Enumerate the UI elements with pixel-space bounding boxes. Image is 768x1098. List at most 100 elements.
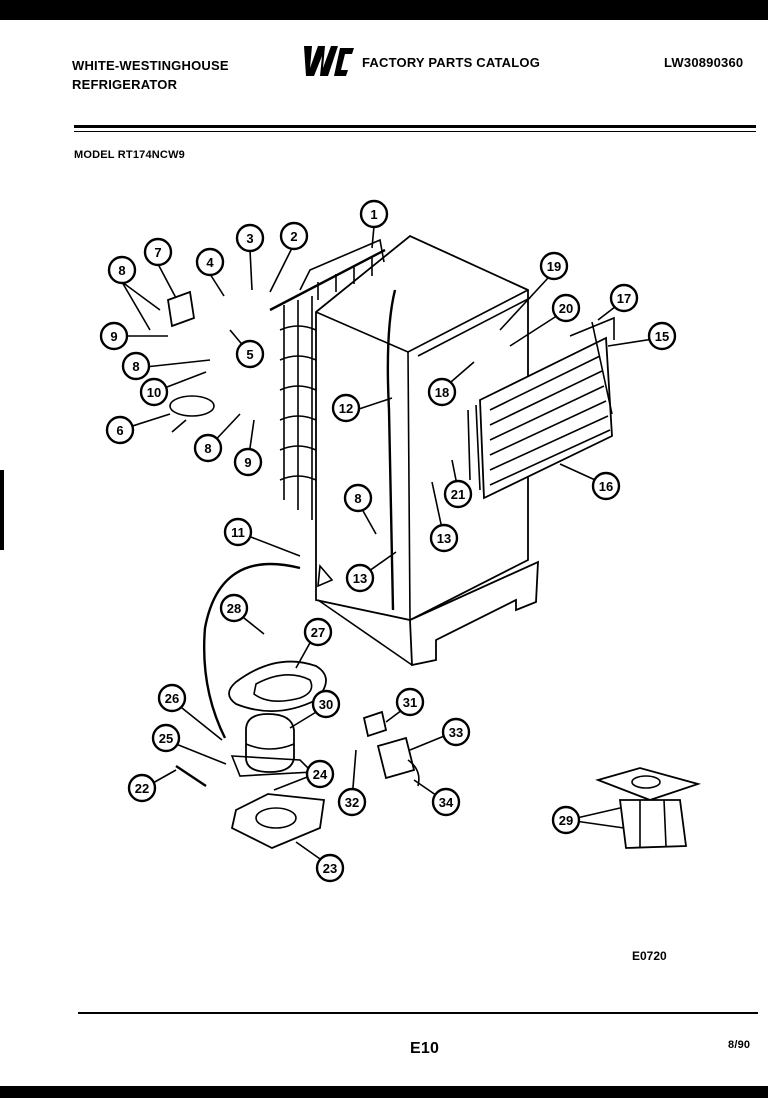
svg-text:8: 8 [204,441,211,456]
heater-coil [169,395,215,417]
footer-rule [78,1012,758,1014]
wci-logo: WCI [304,46,354,76]
svg-text:25: 25 [159,731,173,746]
callout-1: 1 [359,199,389,229]
svg-text:11: 11 [231,525,245,540]
svg-text:16: 16 [599,479,613,494]
svg-text:8: 8 [354,491,361,506]
svg-text:5: 5 [246,347,253,362]
callout-9: 9 [99,321,129,351]
svg-text:9: 9 [244,455,251,470]
svg-text:12: 12 [339,401,353,416]
svg-text:2: 2 [290,229,297,244]
callouts: 1 2 3 4 5 6 7 8 9 9 8 10 6 8 9 12 19 20 … [99,199,677,883]
callout-31: 31 [395,687,425,717]
callout-25: 25 [151,723,181,753]
svg-text:27: 27 [311,625,325,640]
svg-text:8: 8 [118,263,125,278]
callout-34: 34 [431,787,461,817]
callout-6: 6 [105,415,135,445]
callout-3: 3 [235,223,265,253]
bottom-scan-border [0,1086,768,1098]
cabinet [315,234,539,667]
svg-text:7: 7 [154,245,161,260]
svg-text:17: 17 [617,291,631,306]
callout-27: 27 [303,617,333,647]
callout-15: 15 [647,321,677,351]
callout-8: 8 [193,433,223,463]
svg-text:4: 4 [206,255,214,270]
svg-text:23: 23 [323,861,337,876]
callout-28: 28 [219,593,249,623]
svg-text:22: 22 [135,781,149,796]
drain-hose-arrow [317,564,334,588]
drain-hose [202,562,301,739]
svg-text:13: 13 [437,531,451,546]
svg-text:30: 30 [319,697,333,712]
svg-text:31: 31 [403,695,417,710]
header-rule-thick [74,125,756,128]
callout-11: 11 [223,517,253,547]
callout-20: 20 [551,293,581,323]
page-number: E10 [410,1040,440,1057]
svg-text:19: 19 [547,259,561,274]
svg-text:29: 29 [559,813,573,828]
callout-32: 32 [337,787,367,817]
callout-13: 13 [345,563,375,593]
svg-text:1: 1 [370,207,377,222]
compressor-base [230,793,326,849]
callout-8: 8 [107,255,137,285]
catalog-title: FACTORY PARTS CATALOG [362,55,541,70]
callout-22: 22 [127,773,157,803]
callout-17: 17 [609,283,639,313]
condenser-coil [269,238,386,520]
callout-9: 9 [233,447,263,477]
drain-tube [386,289,397,611]
callout-7: 7 [143,237,173,267]
callout-13: 13 [429,523,459,553]
header-rule-thin [74,131,756,132]
svg-text:33: 33 [449,725,463,740]
product-type: REFRIGERATOR [72,77,178,92]
svg-text:8: 8 [132,359,139,374]
top-scan-border [0,0,768,20]
figure-code: E0720 [632,949,667,963]
model-number: MODEL RT174NCW9 [74,149,185,161]
left-scan-edge [0,470,4,550]
evaporator-assembly [467,316,615,500]
overload [362,710,388,738]
compressor-kit [595,767,702,849]
callout-12: 12 [331,393,361,423]
callout-8: 8 [121,351,151,381]
svg-text:34: 34 [439,795,454,810]
svg-text:24: 24 [313,767,328,782]
callout-30: 30 [311,689,341,719]
callout-21: 21 [443,479,473,509]
document-number: LW30890360 [664,55,744,70]
svg-text:9: 9 [110,329,117,344]
callout-5: 5 [235,339,265,369]
svg-text:10: 10 [147,385,161,400]
svg-text:32: 32 [345,795,359,810]
svg-text:18: 18 [435,385,449,400]
callout-33: 33 [441,717,471,747]
callout-10: 10 [139,377,169,407]
logo-text: WCI [327,63,330,65]
compressor [230,713,314,777]
svg-text:13: 13 [353,571,367,586]
callout-8: 8 [343,483,373,513]
callout-26: 26 [157,683,187,713]
callout-4: 4 [195,247,225,277]
brand-name: WHITE-WESTINGHOUSE [72,58,229,73]
callout-29: 29 [551,805,581,835]
svg-text:15: 15 [655,329,669,344]
svg-text:3: 3 [246,231,253,246]
svg-text:28: 28 [227,601,241,616]
callout-19: 19 [539,251,569,281]
callout-16: 16 [591,471,621,501]
revision-date: 8/90 [728,1039,751,1051]
svg-text:26: 26 [165,691,179,706]
callout-23: 23 [315,853,345,883]
callout-2: 2 [279,221,309,251]
